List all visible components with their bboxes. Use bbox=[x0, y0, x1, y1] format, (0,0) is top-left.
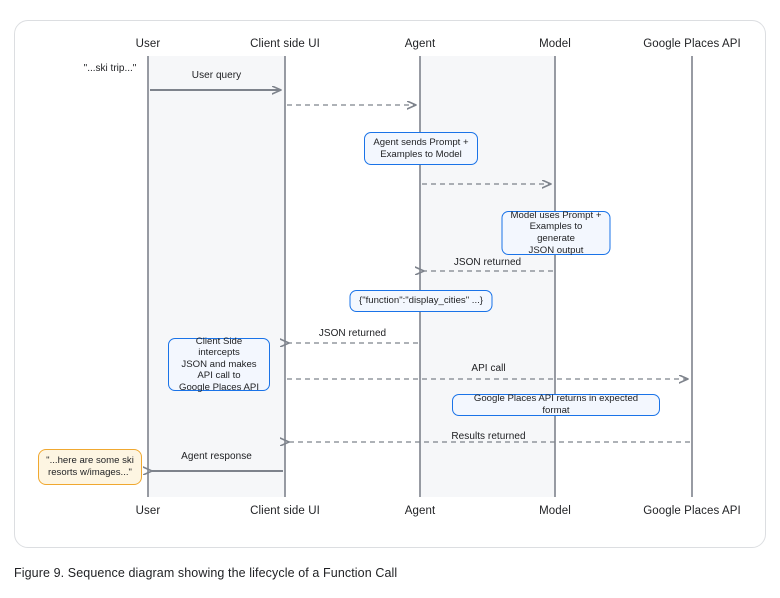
lane-label-header-agent: Agent bbox=[404, 38, 436, 50]
note-agent-sends-prompt: Agent sends Prompt + Examples to Model bbox=[364, 132, 478, 165]
lane-label-footer-places: Google Places API bbox=[643, 505, 741, 517]
message-label-user-query: User query bbox=[191, 70, 242, 81]
lane-label-footer-client: Client side UI bbox=[250, 505, 320, 517]
figure-caption: Figure 9. Sequence diagram showing the l… bbox=[14, 566, 398, 580]
lane-label-header-client: Client side UI bbox=[250, 38, 320, 50]
lane-label-header-model: Model bbox=[539, 38, 571, 50]
lane-label-footer-user: User bbox=[135, 505, 161, 517]
lane-bands bbox=[148, 56, 555, 497]
lifelines bbox=[147, 56, 693, 497]
lane-band-agent-model bbox=[420, 56, 555, 497]
note-model-uses-prompt: Model uses Prompt + Examples to generate… bbox=[501, 210, 611, 256]
note-function-json: {"function":"display_cities" ...} bbox=[349, 290, 493, 312]
note-client-intercepts: Client Side intercepts JSON and makes AP… bbox=[168, 336, 270, 393]
lane-label-header-user: User bbox=[135, 38, 161, 50]
message-label-agent-response: Agent response bbox=[181, 451, 252, 462]
lane-band-user-client bbox=[148, 56, 285, 497]
lane-label-footer-model: Model bbox=[539, 505, 571, 517]
note-user-response: "...here are some ski resorts w/images..… bbox=[38, 449, 142, 485]
message-arrows bbox=[150, 90, 690, 471]
message-label-json-returned-model: JSON returned bbox=[453, 257, 522, 268]
note-places-returns: Google Places API returns in expected fo… bbox=[452, 393, 660, 416]
message-label-results-returned: Results returned bbox=[451, 431, 526, 442]
message-label-json-returned-client: JSON returned bbox=[318, 328, 387, 339]
message-label-api-call: API call bbox=[471, 363, 506, 374]
user-ski-trip-quote: "...ski trip..." bbox=[83, 63, 137, 74]
lane-label-footer-agent: Agent bbox=[404, 505, 436, 517]
lane-label-header-places: Google Places API bbox=[643, 38, 741, 50]
